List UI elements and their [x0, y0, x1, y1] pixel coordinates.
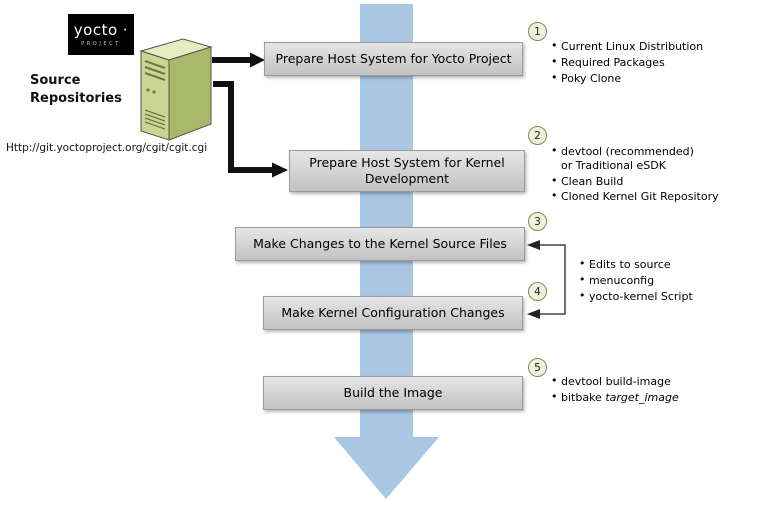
bullet-item: menuconfig	[578, 273, 693, 288]
shared-bullets-bracket	[539, 244, 566, 315]
steps3-4-shared-bullet-list: Edits to source menuconfig yocto-kernel …	[578, 257, 693, 305]
step-box-label: Prepare Host System for Yocto Project	[275, 50, 512, 66]
bullet-item: Current Linux Distribution	[550, 39, 703, 54]
yocto-logo-brand: yocto ·	[73, 20, 129, 39]
step-box-build-image: Build the Image	[263, 376, 523, 410]
step-number-1: 1	[528, 22, 547, 41]
bullet-text-prefix: bitbake	[561, 390, 606, 404]
server-to-step2-arrowhead	[272, 162, 288, 178]
yocto-logo: yocto · PROJECT	[68, 14, 134, 55]
source-repositories-label: Source Repositories	[30, 73, 122, 106]
step5-bullet-list: devtool build-image bitbake target_image	[550, 374, 679, 407]
server-to-step2-arrow	[213, 81, 272, 173]
bullet-item: devtool (recommended) or Traditional eSD…	[550, 144, 700, 173]
server-to-step1-arrowhead	[250, 52, 265, 68]
bullet-item: devtool build-image	[550, 374, 679, 389]
server-tower-icon	[139, 38, 213, 141]
step-box-label: Prepare Host System for Kernel Developme…	[309, 154, 505, 186]
bullet-item: Poky Clone	[550, 71, 703, 86]
bullet-item: Required Packages	[550, 55, 703, 70]
step-box-make-source-changes: Make Changes to the Kernel Source Files	[235, 227, 525, 261]
step-box-prepare-host-yocto: Prepare Host System for Yocto Project	[264, 42, 523, 76]
bullet-item: Edits to source	[578, 257, 693, 272]
step2-bullet-list: devtool (recommended) or Traditional eSD…	[550, 144, 719, 206]
step-number-3: 3	[528, 212, 547, 231]
step-number-5: 5	[528, 358, 547, 377]
step-box-make-config-changes: Make Kernel Configuration Changes	[263, 296, 523, 330]
step-number-2: 2	[528, 126, 547, 145]
step-box-label: Make Kernel Configuration Changes	[281, 304, 505, 320]
step-box-label: Build the Image	[343, 384, 443, 400]
step-box-prepare-host-kernel: Prepare Host System for Kernel Developme…	[289, 150, 525, 192]
step-box-label: Make Changes to the Kernel Source Files	[253, 235, 507, 251]
yocto-logo-subtext: PROJECT	[81, 40, 121, 47]
step1-bullet-list: Current Linux Distribution Required Pack…	[550, 39, 703, 87]
bullet-item: Cloned Kernel Git Repository	[550, 189, 719, 204]
bracket-arrowhead-step4	[527, 309, 540, 319]
bullet-text-italic: target_image	[605, 390, 679, 404]
step-number-4: 4	[528, 282, 547, 301]
bullet-item: Clean Build	[550, 174, 719, 189]
bracket-arrowhead-step3	[527, 240, 540, 250]
source-repositories-url: Http://git.yoctoproject.org/cgit/cgit.cg…	[6, 142, 208, 154]
bullet-item: bitbake target_image	[550, 390, 679, 405]
bullet-item: yocto-kernel Script	[578, 289, 693, 304]
